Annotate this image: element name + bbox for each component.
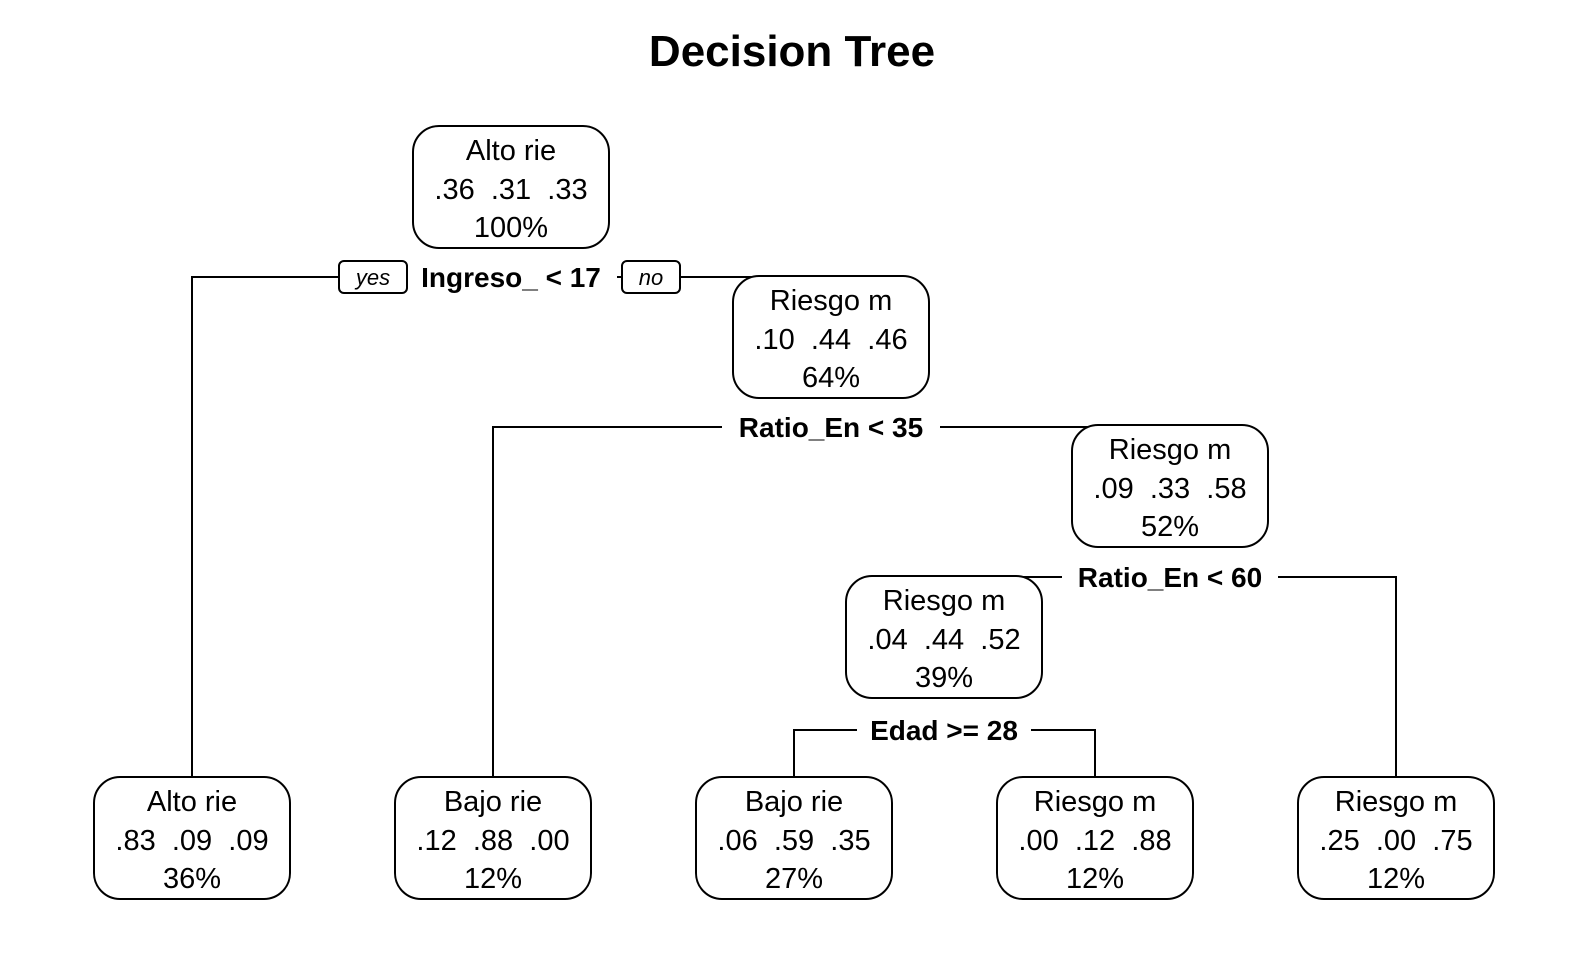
branch-no-tag — [621, 260, 681, 294]
edge-n3-n6 — [492, 426, 722, 777]
node-percent: 64% — [802, 362, 860, 394]
tree-node-n7: Riesgo m .09 .33 .58 52% — [1071, 424, 1269, 548]
node-probs: .06 .59 .35 — [717, 825, 870, 857]
node-percent: 52% — [1141, 511, 1199, 543]
node-probs: .25 .00 .75 — [1319, 825, 1472, 857]
node-box — [1071, 424, 1269, 548]
node-box — [732, 275, 930, 399]
edge-n1-n2 — [191, 276, 405, 777]
node-class: Riesgo m — [1109, 434, 1232, 466]
tree-node-n28: Bajo rie .06 .59 .35 27% — [695, 776, 893, 900]
node-class: Riesgo m — [1335, 786, 1458, 818]
node-class: Riesgo m — [1034, 786, 1157, 818]
split-label: Edad >= 28 — [870, 715, 1018, 746]
tree-node-n15: Riesgo m .25 .00 .75 12% — [1297, 776, 1495, 900]
node-class: Bajo rie — [444, 786, 542, 818]
node-percent: 36% — [163, 863, 221, 895]
node-class: Riesgo m — [770, 285, 893, 317]
node-percent: 12% — [464, 863, 522, 895]
edge-n14-n29 — [1031, 729, 1096, 777]
node-percent: 12% — [1367, 863, 1425, 895]
node-probs: .83 .09 .09 — [115, 825, 268, 857]
node-box — [996, 776, 1194, 900]
tree-node-n1: Alto rie .36 .31 .33 100% — [412, 125, 610, 249]
node-probs: .09 .33 .58 — [1093, 473, 1246, 505]
node-box — [845, 575, 1043, 699]
branch-yes-label: yes — [354, 265, 390, 290]
tree-node-n14: Riesgo m .04 .44 .52 39% — [845, 575, 1043, 699]
node-percent: 100% — [474, 212, 548, 244]
node-percent: 27% — [765, 863, 823, 895]
edge-n7-n15 — [1278, 576, 1397, 777]
node-percent: 12% — [1066, 863, 1124, 895]
node-box — [394, 776, 592, 900]
tree-nodes: Alto rie .36 .31 .33 100% Alto rie .83 .09 .… — [93, 125, 1495, 900]
node-box — [93, 776, 291, 900]
tree-node-n3: Riesgo m .10 .44 .46 64% — [732, 275, 930, 399]
tree-node-n6: Bajo rie .12 .88 .00 12% — [394, 776, 592, 900]
node-class: Bajo rie — [745, 786, 843, 818]
node-box — [412, 125, 610, 249]
node-percent: 39% — [915, 662, 973, 694]
node-box — [1297, 776, 1495, 900]
split-label: Ingreso_ < 17 — [421, 262, 601, 293]
node-probs: .12 .88 .00 — [416, 825, 569, 857]
node-class: Alto rie — [147, 786, 237, 818]
split-label: Ratio_En < 35 — [739, 412, 923, 443]
node-class: Riesgo m — [883, 585, 1006, 617]
node-probs: .36 .31 .33 — [434, 174, 587, 206]
node-probs: .10 .44 .46 — [754, 324, 907, 356]
node-box — [695, 776, 893, 900]
edge-n14-n28 — [793, 729, 857, 777]
chart-title: Decision Tree — [649, 27, 935, 76]
tree-node-n29: Riesgo m .00 .12 .88 12% — [996, 776, 1194, 900]
node-probs: .00 .12 .88 — [1018, 825, 1171, 857]
tree-node-n2: Alto rie .83 .09 .09 36% — [93, 776, 291, 900]
branch-yes-tag — [338, 260, 408, 294]
node-probs: .04 .44 .52 — [867, 624, 1020, 656]
node-class: Alto rie — [466, 135, 556, 167]
split-label: Ratio_En < 60 — [1078, 562, 1262, 593]
branch-no-label: no — [639, 265, 663, 290]
